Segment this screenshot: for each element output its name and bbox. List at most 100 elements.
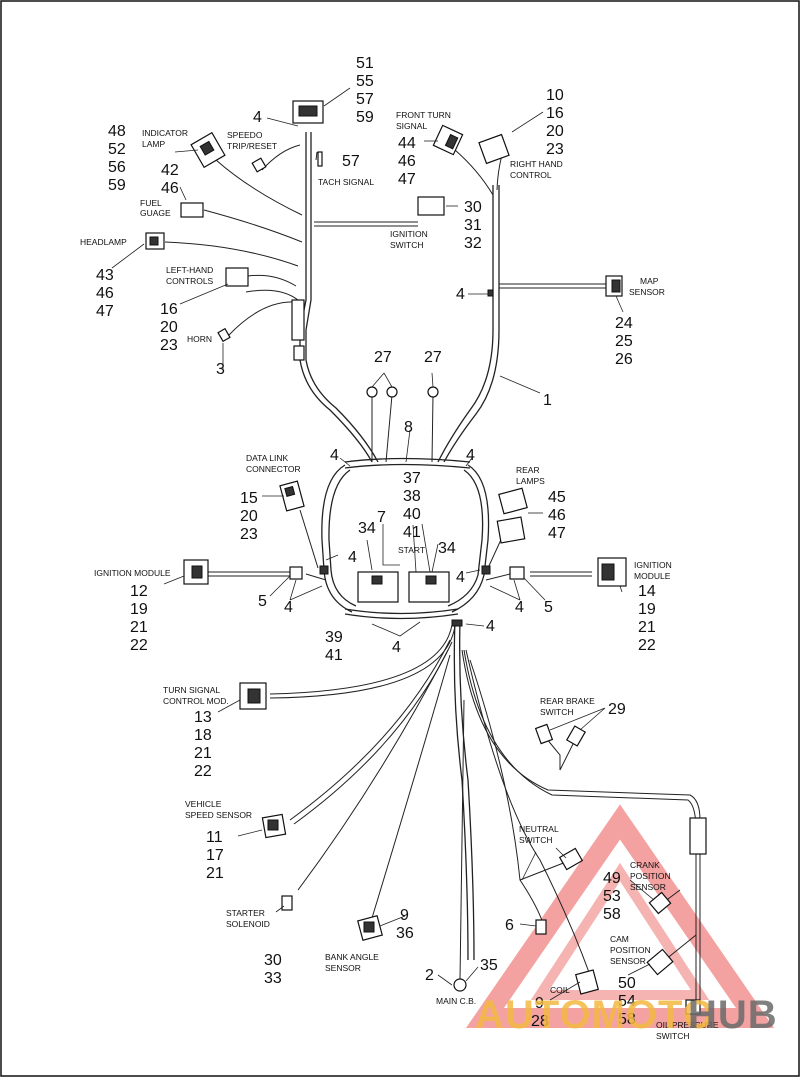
callout-41b: 41 [325, 647, 343, 664]
callout-7: 7 [377, 509, 386, 526]
components [145, 100, 707, 1015]
callout-47b: 47 [96, 303, 114, 320]
label-main-cb: MAIN C.B. [436, 996, 476, 1006]
callout-numbers: 51 55 57 59 4 57 48 52 56 59 42 46 44 46… [96, 55, 656, 1030]
callout-23: 23 [546, 141, 564, 158]
callout-4-map: 4 [456, 286, 465, 303]
label-bank-angle-2: SENSOR [325, 963, 361, 973]
callout-5-left: 5 [258, 593, 267, 610]
watermark-text-a: AUTOMOTO [475, 993, 715, 1037]
callout-3: 3 [216, 361, 225, 378]
label-rear-lamps-2: LAMPS [516, 476, 545, 486]
callout-18: 18 [194, 727, 212, 744]
label-data-link-1: DATA LINK [246, 453, 289, 463]
label-rear-lamps-1: REAR [516, 465, 540, 475]
callout-50: 50 [618, 975, 636, 992]
callout-4-tr: 4 [466, 447, 475, 464]
label-turn-signal-2: CONTROL MOD. [163, 696, 229, 706]
label-crank-1: CRANK [630, 860, 660, 870]
label-front-turn-1: FRONT TURN [396, 110, 451, 120]
label-crank-2: POSITION [630, 871, 671, 881]
watermark-text: AUTOMOTO HUB [475, 993, 778, 1037]
rear-lamps-connector-a [498, 487, 528, 515]
callout-44: 44 [398, 135, 416, 152]
ring-terminal-27-right [427, 386, 439, 398]
label-start: START [398, 545, 425, 555]
label-left-hand-1: LEFT-HAND [166, 265, 213, 275]
label-ignition-module-right-1: IGNITION [634, 560, 672, 570]
callout-34-right: 34 [438, 540, 456, 557]
callout-15: 15 [240, 490, 258, 507]
callout-37: 37 [403, 470, 421, 487]
label-right-hand-1: RIGHT HAND [510, 159, 563, 169]
callout-4-harness: 4 [486, 618, 495, 635]
callout-10: 10 [546, 87, 564, 104]
label-fuel-guage-2: GUAGE [140, 208, 171, 218]
callout-40: 40 [403, 506, 421, 523]
callout-4-mid-right: 4 [456, 569, 465, 586]
callout-20: 20 [546, 123, 564, 140]
label-tach-signal: TACH SIGNAL [318, 177, 374, 187]
label-indicator-lamp-2: LAMP [142, 139, 165, 149]
callout-14: 14 [638, 583, 656, 600]
label-fuel-guage-1: FUEL [140, 198, 162, 208]
starter-solenoid-connector [281, 895, 293, 911]
label-map-sensor-1: MAP [640, 276, 659, 286]
callout-57-tach: 57 [342, 153, 360, 170]
callout-49: 49 [603, 870, 621, 887]
label-ignition-switch-1: IGNITION [390, 229, 428, 239]
label-rear-brake-2: SWITCH [540, 707, 574, 717]
right-hand-control-connector [478, 133, 510, 165]
label-neutral-2: SWITCH [519, 835, 553, 845]
rear-lamps-connector-b [496, 516, 526, 544]
ring-terminal-27-left-b [386, 386, 398, 398]
callout-54: 54 [618, 993, 636, 1010]
callout-12: 12 [130, 583, 148, 600]
label-coil: COIL [550, 985, 570, 995]
label-right-hand-2: CONTROL [510, 170, 552, 180]
callout-52: 52 [108, 141, 126, 158]
neutral-switch [558, 847, 584, 871]
label-speedo-2: TRIP/RESET [227, 141, 277, 151]
label-ignition-module-left: IGNITION MODULE [94, 568, 171, 578]
callout-21c: 21 [194, 745, 212, 762]
callout-4-tl: 4 [330, 447, 339, 464]
callout-17: 17 [206, 847, 224, 864]
callout-26: 26 [615, 351, 633, 368]
crank-position-sensor [648, 891, 672, 915]
callout-4-bottom: 4 [392, 639, 401, 656]
label-oil-pressure-1: OIL PRESSURE [656, 1020, 719, 1030]
callout-33: 33 [264, 970, 282, 987]
ignition-switch-connector [417, 196, 445, 216]
callout-21d: 21 [206, 865, 224, 882]
main-circuit-breaker [453, 978, 467, 992]
clip-left [319, 565, 329, 575]
callout-21: 21 [130, 619, 148, 636]
callout-29: 29 [608, 701, 626, 718]
callout-46b: 46 [398, 153, 416, 170]
label-turn-signal-1: TURN SIGNAL [163, 685, 220, 695]
callout-59b: 59 [108, 177, 126, 194]
callout-4-bl: 4 [284, 599, 293, 616]
watermark-text-b: HUB [688, 993, 778, 1037]
clip-right [481, 565, 491, 575]
label-headlamp: HEADLAMP [80, 237, 127, 247]
connector-6 [535, 919, 547, 935]
callout-20b: 20 [160, 319, 178, 336]
label-front-turn-2: SIGNAL [396, 121, 427, 131]
label-rear-brake-1: REAR BRAKE [540, 696, 595, 706]
callout-4-mid-left: 4 [348, 549, 357, 566]
callout-39: 39 [325, 629, 343, 646]
callout-32: 32 [464, 235, 482, 252]
callout-58: 58 [603, 906, 621, 923]
label-cam-3: SENSOR [610, 956, 646, 966]
callout-58b: 58 [618, 1011, 636, 1028]
label-speedo-1: SPEEDO [227, 130, 263, 140]
callout-34-left: 34 [358, 520, 376, 537]
label-crank-3: SENSOR [630, 882, 666, 892]
component-labels: INDICATOR LAMP SPEEDO TRIP/RESET TACH SI… [80, 110, 719, 1041]
callout-38: 38 [403, 488, 421, 505]
callout-20c: 20 [240, 508, 258, 525]
